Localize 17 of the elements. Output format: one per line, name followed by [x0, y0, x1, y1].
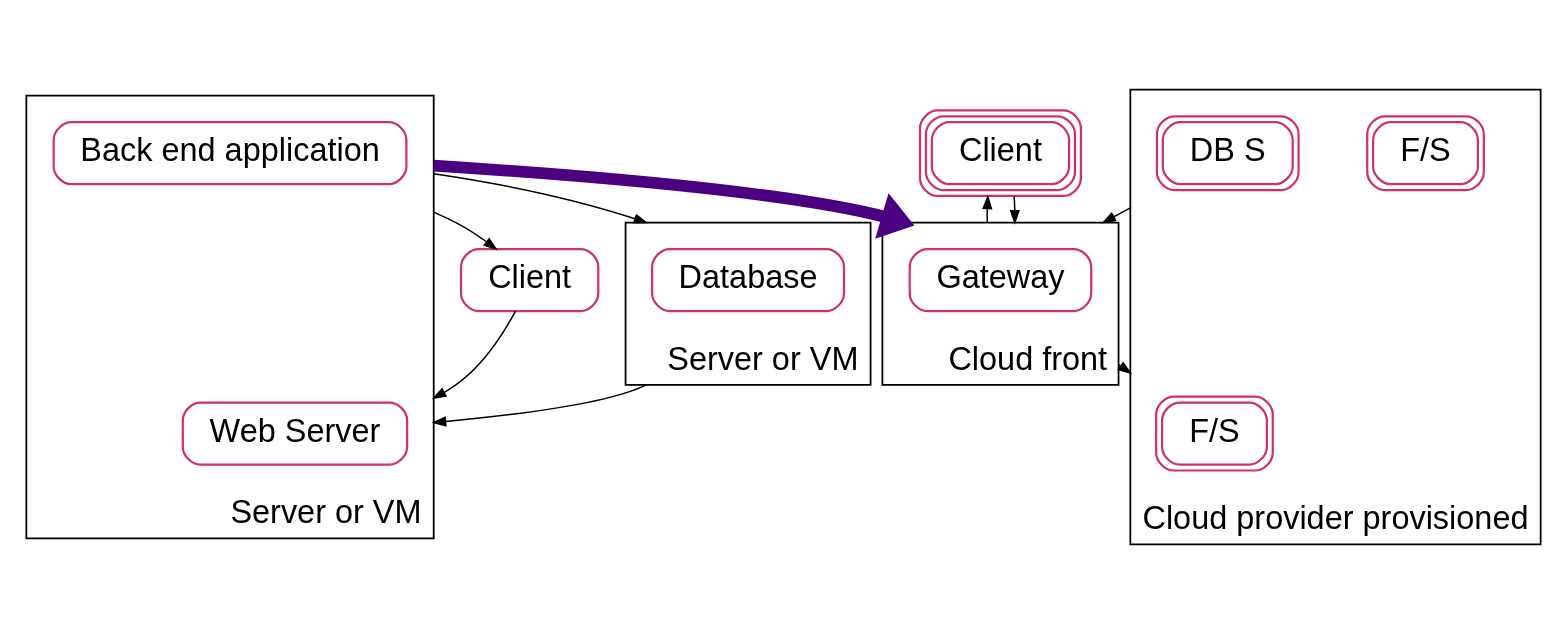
arrow: [1117, 361, 1133, 374]
node-box: DB S: [1155, 114, 1300, 191]
node-box: Web Server: [181, 401, 409, 466]
node-box: Client: [459, 247, 600, 312]
arrow: [431, 383, 647, 427]
node-box: Database: [651, 247, 846, 312]
arrow: [433, 159, 915, 239]
node-box: F/S: [1366, 114, 1485, 191]
arrow: [982, 193, 993, 223]
arrow: [432, 210, 498, 250]
node-box: Back end application: [52, 120, 408, 185]
node-box: F/S: [1155, 395, 1274, 472]
arrow: [432, 172, 649, 223]
node-box: Gateway: [908, 247, 1093, 312]
node-box: Client: [918, 108, 1082, 197]
arrow: [431, 309, 517, 399]
arrow: [1101, 206, 1132, 224]
